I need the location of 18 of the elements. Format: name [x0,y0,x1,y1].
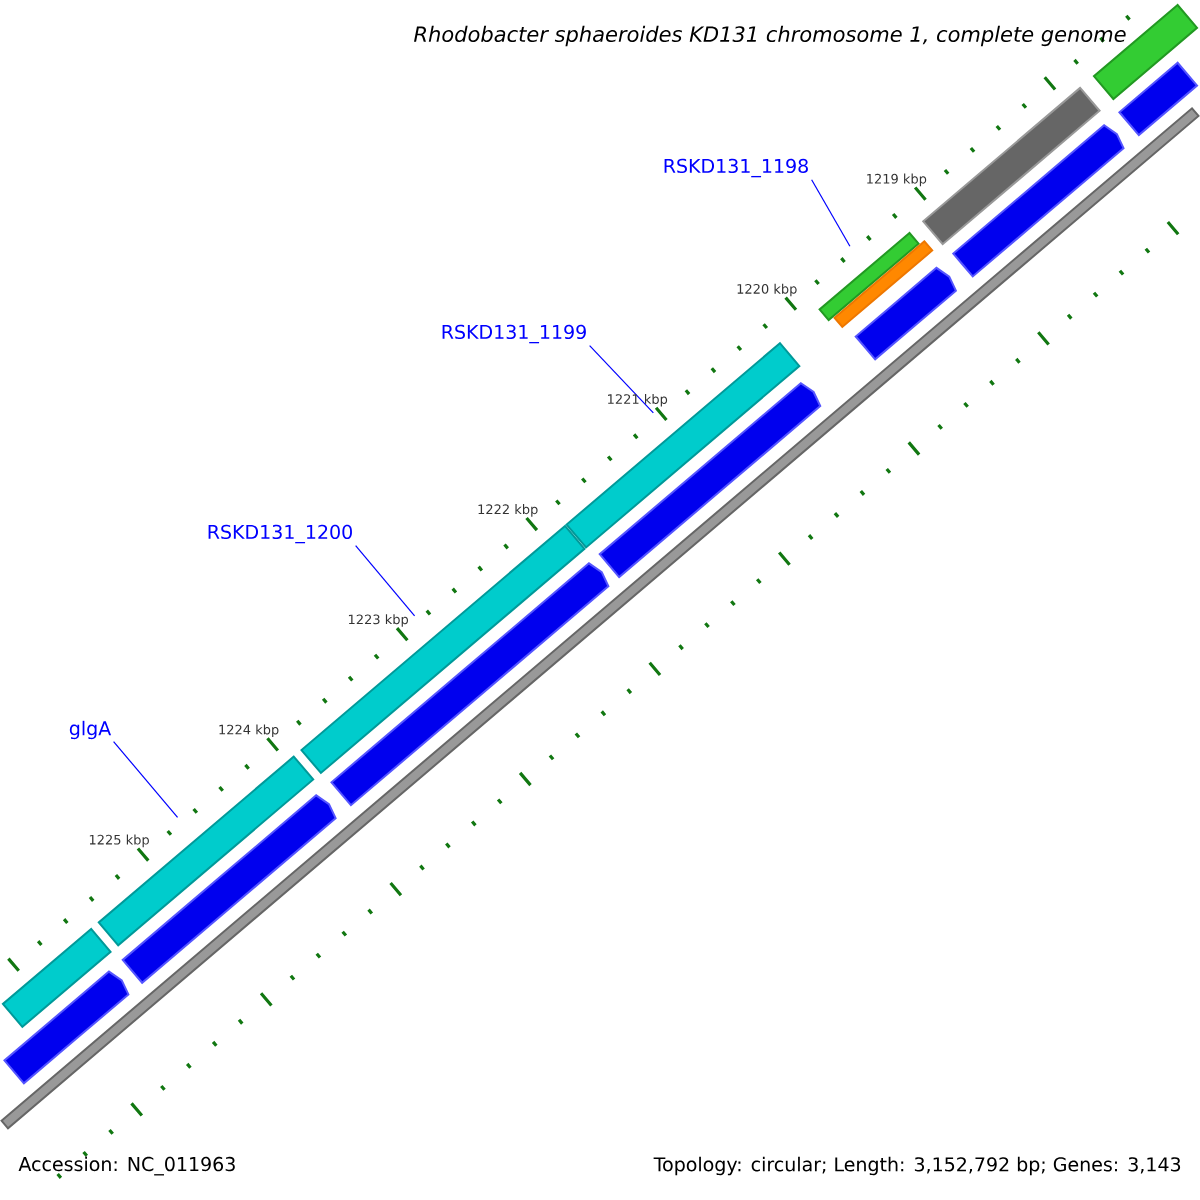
gene-bar [1,927,112,1029]
gene-label: RSKD131_1198 [664,158,808,178]
leader-line [811,179,851,247]
gene-block [598,381,822,579]
title: Rhodobacter sphaeroides KD131 chromosome 1, complete genome [414,25,1126,47]
gene-block [330,562,610,807]
leader-line [355,545,416,617]
gene-label: RSKD131_1199 [442,324,586,344]
gene-block [3,970,130,1085]
footer-text: Accession: NC_011963 [18,1156,235,1176]
gene-label: RSKD131_1200 [208,524,352,544]
gene-block [854,266,958,361]
leader-line [589,345,654,414]
footer-text: Topology: circular; Length: 3,152,792 bp; Genes: 3,143 [653,1156,1181,1176]
gene-label: glgA [69,720,112,740]
gene-block [121,794,337,985]
leader-line [113,741,179,818]
gene-block [1118,61,1199,137]
